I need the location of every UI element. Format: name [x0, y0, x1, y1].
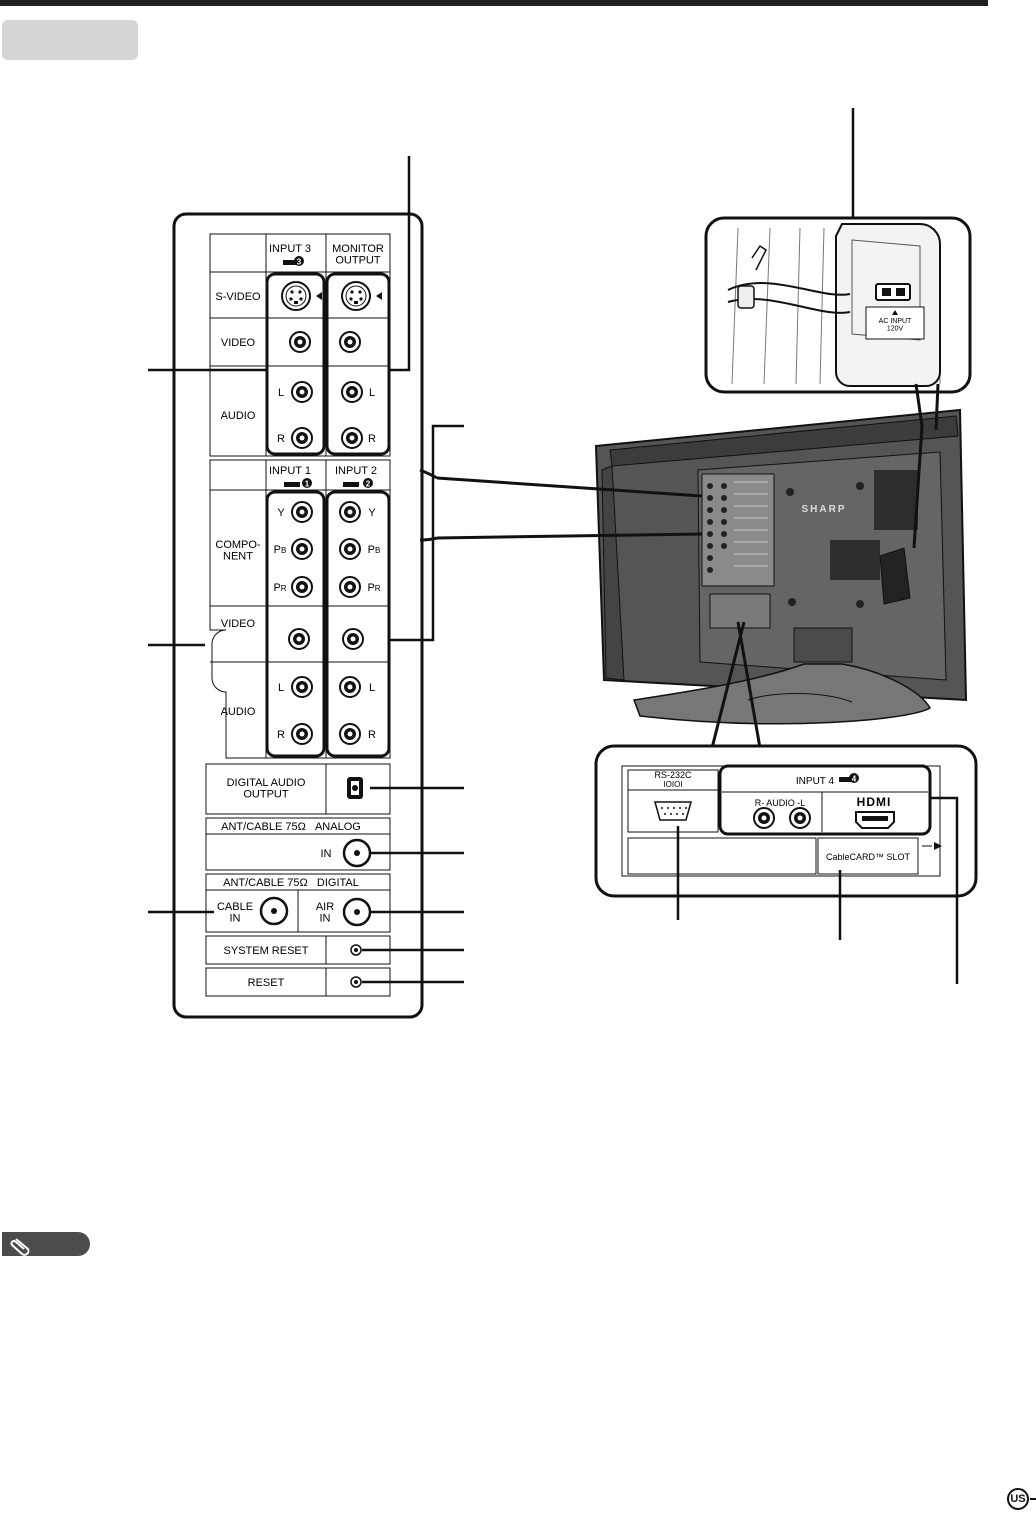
- r-label-1: R: [277, 433, 285, 445]
- section-tab: [2, 20, 138, 60]
- badge-4: 4: [852, 775, 857, 784]
- hdmi-label: HDMI: [857, 795, 892, 809]
- audio-l-jack-input2: [339, 676, 361, 698]
- video-jack-input1: [288, 628, 310, 650]
- input4-label: INPUT 4: [796, 776, 835, 787]
- rs232c-port: [654, 801, 692, 821]
- top-rule: [0, 0, 988, 6]
- l-label-4: L: [369, 682, 375, 694]
- pb-jack-input1: [291, 538, 313, 560]
- video-jack-monitor: [339, 331, 361, 353]
- video-jack-input2: [342, 628, 364, 650]
- tv-callouts: [419, 383, 940, 749]
- audio-lr-label: R- AUDIO -L: [755, 798, 806, 808]
- pb-label-2: PB: [368, 544, 381, 556]
- page-dash: [1030, 1498, 1036, 1500]
- r-label-4: R: [368, 729, 376, 741]
- y-label-2: Y: [368, 507, 376, 519]
- audio-label-lower: AUDIO: [221, 706, 256, 718]
- input2-label: INPUT 2: [335, 465, 377, 477]
- component-label: COMPO-NENT: [215, 539, 261, 563]
- region-badge: US: [1007, 1488, 1029, 1510]
- y-label-1: Y: [277, 507, 285, 519]
- audio-l-jack-input3: [291, 381, 313, 403]
- input3-label: INPUT 3: [269, 243, 311, 255]
- video-jack-input3: [289, 331, 311, 353]
- badge-1: 1: [305, 480, 310, 489]
- note-tab: [2, 1232, 90, 1256]
- pb-label-1: PB: [274, 544, 287, 556]
- svideo-label: S-VIDEO: [215, 291, 261, 303]
- left-callouts: [148, 108, 874, 984]
- cable-in-jack: [259, 896, 289, 926]
- audio-label-upper: AUDIO: [221, 410, 256, 422]
- system-reset-label: SYSTEM RESET: [224, 945, 309, 957]
- audio-r-jack-input1: [291, 723, 313, 745]
- tv-terminal-strip: [701, 473, 775, 587]
- paperclip-icon: [10, 1238, 30, 1256]
- system-reset-button: [350, 944, 362, 956]
- l-label-1: L: [278, 387, 284, 399]
- analog-antenna-jack: [342, 838, 372, 868]
- badge-2: 2: [366, 480, 371, 489]
- hdmi-port: [855, 811, 895, 829]
- in-label: IN: [321, 848, 332, 860]
- cablecard-label: CableCARD™ SLOT: [826, 852, 911, 862]
- y-jack-input1: [291, 501, 313, 523]
- video-label-upper: VIDEO: [221, 337, 256, 349]
- audio-l-jack-monitor: [341, 381, 363, 403]
- optical-jack: [347, 777, 363, 799]
- video-label-lower: VIDEO: [221, 618, 256, 630]
- badge-3: 3: [297, 258, 302, 267]
- pb-jack-input2: [339, 538, 361, 560]
- input1-label: INPUT 1: [269, 465, 311, 477]
- pr-jack-input2: [339, 576, 361, 598]
- bottom-callouts: [676, 796, 959, 984]
- tv-back-view: SHARP: [594, 408, 968, 725]
- rs232c-sub: IOIOI: [663, 780, 682, 789]
- audio-r-jack-monitor: [341, 427, 363, 449]
- reset-button: [350, 976, 362, 988]
- r-label-2: R: [368, 433, 376, 445]
- l-label-3: L: [278, 682, 284, 694]
- reset-label: RESET: [248, 977, 285, 989]
- tv-brand: SHARP: [801, 504, 846, 515]
- rs232c-label: RS-232C: [654, 770, 692, 780]
- ant-analog-label: ANT/CABLE 75Ω ANALOG: [221, 821, 361, 833]
- pr-jack-input1: [291, 576, 313, 598]
- input4-audio-r-jack: [753, 807, 775, 829]
- audio-r-jack-input2: [339, 723, 361, 745]
- l-label-2: L: [369, 387, 375, 399]
- pr-label-1: PR: [273, 582, 286, 594]
- pr-label-2: PR: [367, 582, 380, 594]
- input4-audio-l-jack: [789, 807, 811, 829]
- air-in-jack: [342, 897, 372, 927]
- bottom-terminal-panel: RS-232C IOIOI INPUT 4 4 R- AUDIO -L HDMI…: [594, 744, 978, 898]
- y-jack-input2: [339, 501, 361, 523]
- r-label-3: R: [277, 729, 285, 741]
- ant-digital-label: ANT/CABLE 75Ω DIGITAL: [223, 877, 359, 889]
- audio-l-jack-input1: [291, 676, 313, 698]
- audio-r-jack-input3: [291, 427, 313, 449]
